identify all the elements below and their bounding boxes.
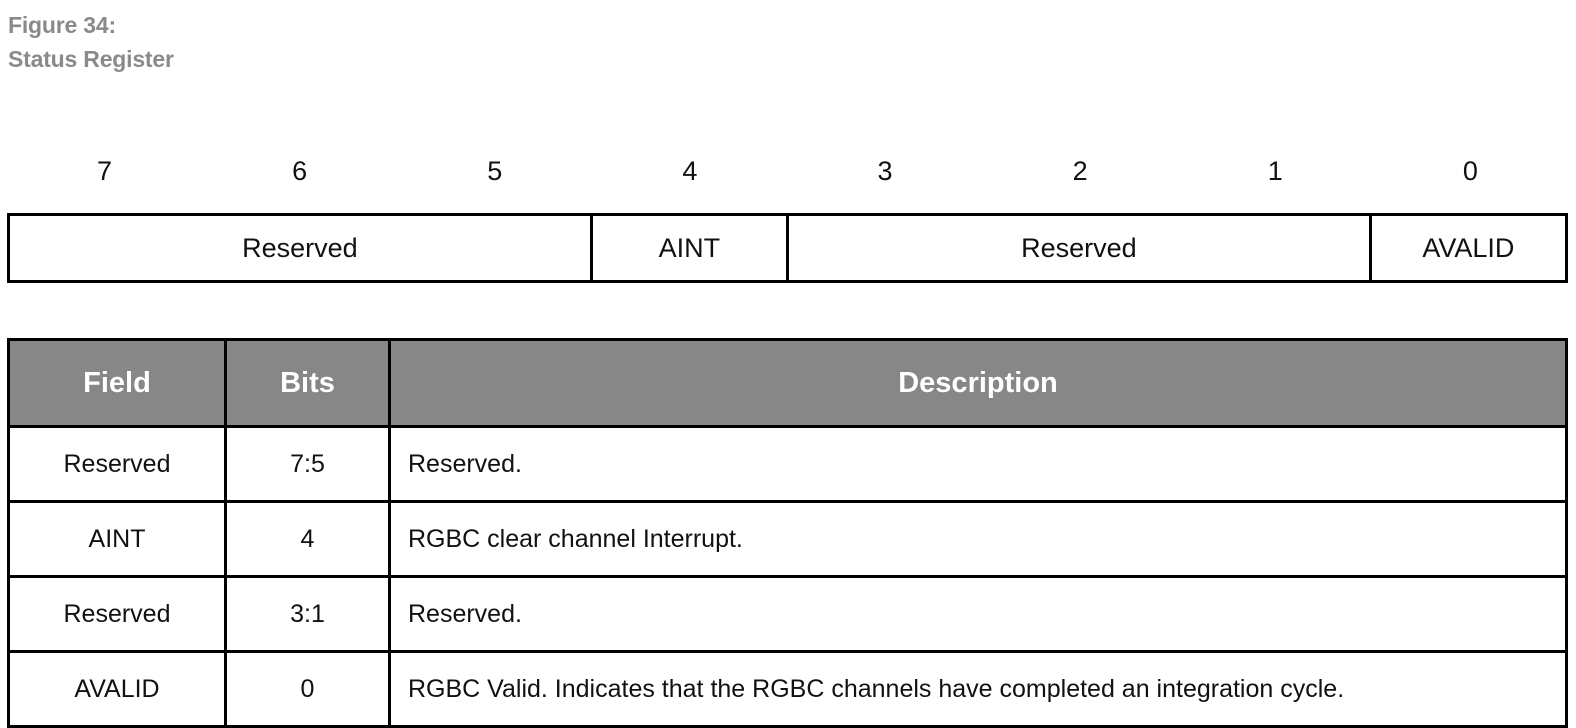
cell-description: Reserved. xyxy=(388,575,1568,653)
column-header-description: Description xyxy=(388,338,1568,428)
figure-title: Status Register xyxy=(8,46,174,72)
cell-field: Reserved xyxy=(7,425,227,503)
cell-field: AVALID xyxy=(7,650,227,728)
bit-number-3: 3 xyxy=(877,156,893,186)
cell-bits: 0 xyxy=(224,650,391,728)
cell-bits: 3:1 xyxy=(224,575,391,653)
bit-number-5: 5 xyxy=(487,156,503,186)
cell-description: Reserved. xyxy=(388,425,1568,503)
bit-number-2: 2 xyxy=(1072,156,1088,186)
column-header-bits: Bits xyxy=(224,338,391,428)
cell-description: RGBC clear channel Interrupt. xyxy=(388,500,1568,578)
cell-description: RGBC Valid. Indicates that the RGBC chan… xyxy=(388,650,1568,728)
register-field-avalid-0: AVALID xyxy=(1372,216,1565,280)
bit-number-ruler: 7 6 5 4 3 2 1 0 xyxy=(7,152,1568,192)
cell-bits: 4 xyxy=(224,500,391,578)
register-field-label: AVALID xyxy=(1422,232,1515,263)
bit-number-6: 6 xyxy=(292,156,308,186)
register-field-label: Reserved xyxy=(1021,232,1137,263)
cell-field: Reserved xyxy=(7,575,227,653)
bit-number-4: 4 xyxy=(682,156,698,186)
register-field-label: AINT xyxy=(658,232,721,263)
register-bitfield-diagram: Reserved AINT Reserved AVALID xyxy=(7,213,1568,283)
table-header-row: Field Bits Description xyxy=(7,338,1568,428)
bit-number-1: 1 xyxy=(1267,156,1283,186)
column-header-field: Field xyxy=(7,338,227,428)
register-field-reserved-3: Reserved xyxy=(789,216,1372,280)
bit-number-0: 0 xyxy=(1462,156,1478,186)
figure-caption: Figure 34: Status Register xyxy=(8,8,508,76)
figure-label: Figure 34: xyxy=(8,12,116,38)
register-field-label: Reserved xyxy=(242,232,358,263)
bit-number-7: 7 xyxy=(97,156,113,186)
cell-bits: 7:5 xyxy=(224,425,391,503)
register-field-reserved-7: Reserved xyxy=(10,216,593,280)
register-field-aint-4: AINT xyxy=(593,216,789,280)
cell-field: AINT xyxy=(7,500,227,578)
